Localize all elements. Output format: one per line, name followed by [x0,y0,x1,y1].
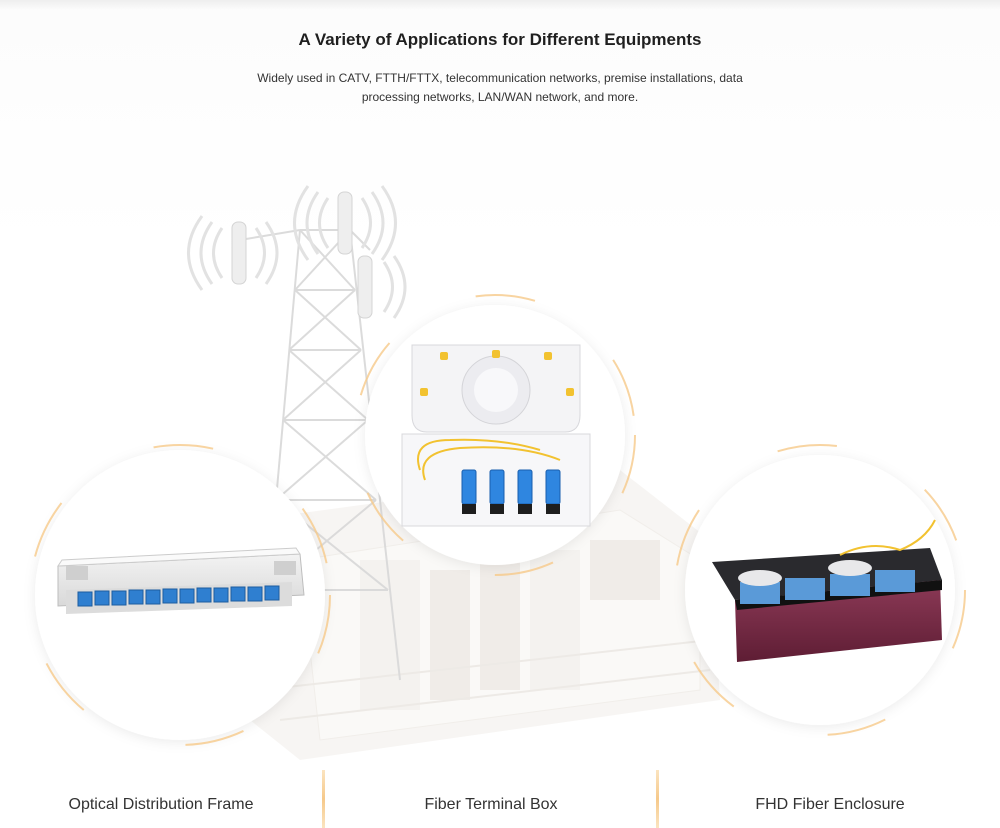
circle-fiber-terminal-box [354,294,636,576]
page-subtitle: Widely used in CATV, FTTH/FTTX, telecomm… [257,71,743,104]
lc-adapter-icons [740,570,915,604]
caption-divider [656,770,659,828]
antenna-icons [231,191,373,319]
terminal-box-product-image [401,344,591,527]
top-shadow [0,0,1000,10]
caption-fhd-fiber-enclosure: FHD Fiber Enclosure [755,796,905,813]
captions-bar: Optical Distribution Frame Fiber Termina… [0,770,1000,828]
caption-fiber-terminal-box: Fiber Terminal Box [424,796,558,813]
circle-optical-distribution-frame [29,444,331,746]
building-illustration [250,470,720,760]
odf-product-image [57,547,305,614]
caption-optical-distribution-frame: Optical Distribution Frame [68,796,254,813]
signal-wave-icons [187,185,407,319]
circle-fhd-fiber-enclosure [674,444,966,736]
caption-divider [322,770,325,828]
enclosure-product-image [712,519,942,662]
sc-adapter-icons [461,469,561,505]
page-title: A Variety of Applications for Different … [298,30,702,49]
